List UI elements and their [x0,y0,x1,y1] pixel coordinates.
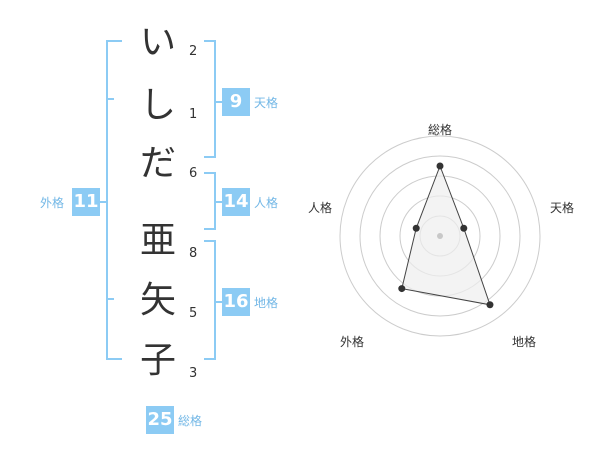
radar-point-soukaku [436,162,444,170]
name-char: 亜 [139,220,176,261]
stroke-count: 1 [189,107,198,122]
chikaku-label: 地格 [254,296,279,310]
tenkaku-value: 9 [222,88,250,116]
radar-polygon [401,164,491,306]
soukaku-value: 25 [146,406,174,434]
radar-label-gaikaku: 外格 [340,335,365,349]
radar-center-dot [437,233,443,239]
name-char: だ [139,143,176,184]
name-char: し [139,85,176,126]
radar-label-jinkaku: 人格 [308,201,333,215]
jinkaku-label: 人格 [254,196,279,210]
chikaku-value: 16 [222,288,250,316]
jinkaku-value: 14 [222,188,250,216]
stroke-count: 2 [189,44,198,59]
tenkaku-label: 天格 [254,96,279,110]
radar-point-gaikaku [398,285,406,293]
radar-label-soukaku: 総格 [428,123,453,137]
name-char: 矢 [139,280,176,321]
radar-point-jinkaku [412,224,420,232]
name-char: い [139,22,176,63]
gaikaku-label: 外格 [40,196,65,210]
radar-label-chikaku: 地格 [512,335,537,349]
name-char: 子 [139,340,176,381]
stroke-count: 3 [189,366,198,381]
soukaku-label: 総格 [178,414,203,428]
stroke-count: 5 [189,306,198,321]
stroke-count: 6 [189,166,198,181]
radar-ring [339,135,541,337]
radar-points [398,162,494,309]
radar-ring [359,155,521,317]
stroke-count: 8 [189,246,198,261]
gaikaku-value: 11 [72,188,100,216]
radar-point-tenkaku [460,224,468,232]
radar-point-chikaku [486,301,494,309]
radar-label-tenkaku: 天格 [550,201,575,215]
